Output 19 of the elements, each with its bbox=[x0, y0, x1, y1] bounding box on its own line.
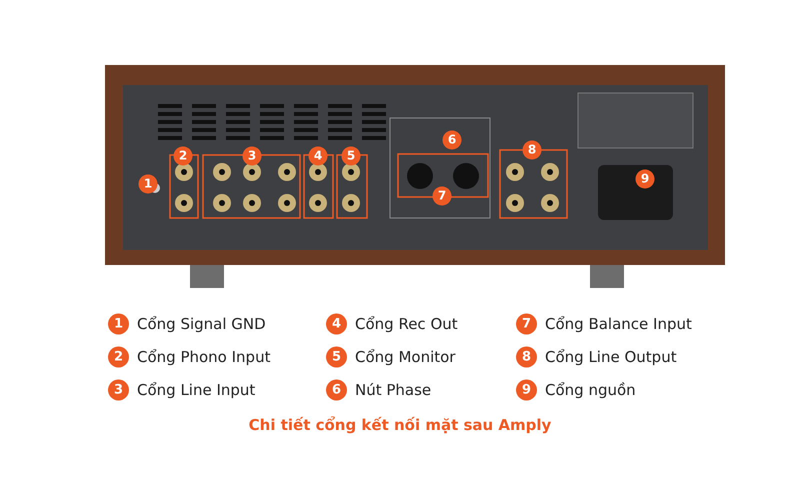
port-description: Cổng Line Input bbox=[137, 381, 256, 399]
port-description: Nút Phase bbox=[355, 381, 432, 399]
callout-number: 7 bbox=[516, 314, 537, 334]
callout-number: 8 bbox=[516, 346, 537, 368]
port-description: Cổng Monitor bbox=[355, 348, 456, 366]
callout-number: 9 bbox=[516, 380, 537, 400]
port-description: Cổng Balance Input bbox=[545, 315, 692, 333]
caption: Chi tiết cổng kết nối mặt sau Amply bbox=[248, 416, 552, 434]
callout-number: 3 bbox=[108, 380, 129, 400]
port-description: Cổng Line Output bbox=[545, 348, 677, 366]
port-description: Cổng nguồn bbox=[545, 381, 636, 399]
callout-number: 2 bbox=[108, 346, 129, 368]
callout-number: 4 bbox=[326, 314, 347, 334]
port-description: Cổng Phono Input bbox=[137, 348, 270, 366]
callout-number: 1 bbox=[108, 314, 129, 334]
callout-number: 5 bbox=[326, 346, 347, 368]
port-description: Cổng Rec Out bbox=[355, 315, 458, 333]
port-description: Cổng Signal GND bbox=[137, 315, 266, 333]
callout-number: 6 bbox=[326, 380, 347, 400]
